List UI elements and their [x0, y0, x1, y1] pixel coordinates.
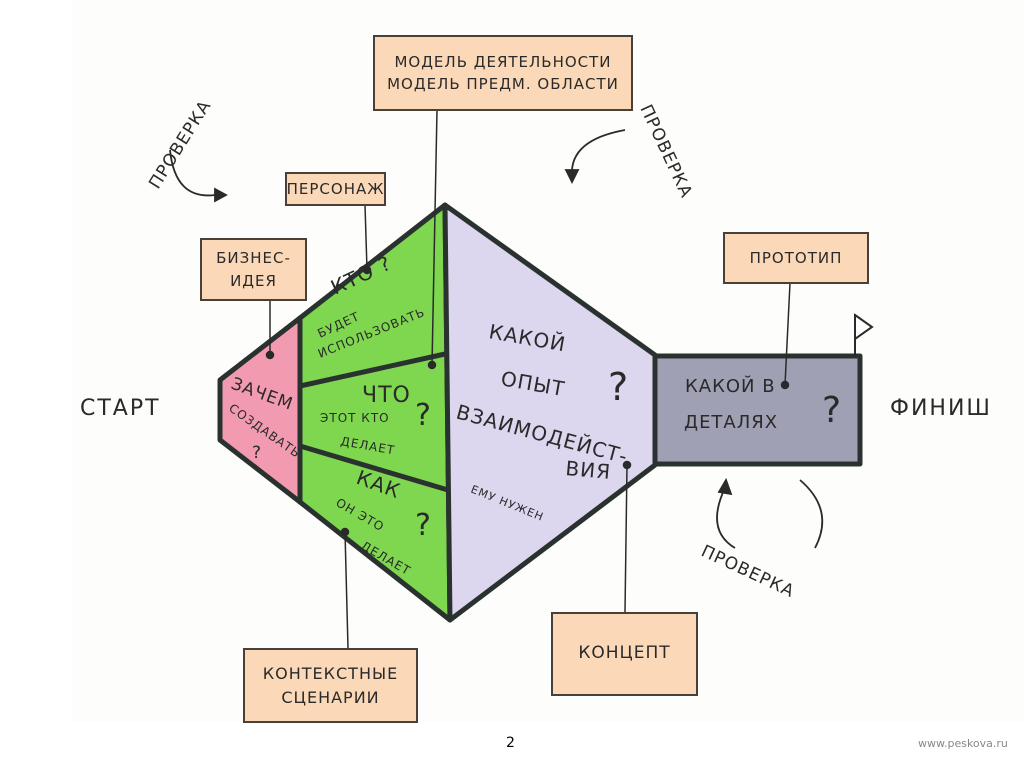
- connectors: [265, 109, 791, 649]
- check-label: ПРОВЕРКА: [635, 102, 696, 202]
- box-line: ИДЕЯ: [230, 271, 277, 290]
- why-line: ?: [252, 443, 262, 463]
- how-line: ?: [415, 508, 432, 543]
- start-label: СТАРТ: [80, 396, 161, 421]
- concept-box: КОНЦЕПТ: [551, 612, 698, 696]
- connector-dot: [265, 350, 275, 360]
- box-line: МОДЕЛЬ ПРЕДМ. ОБЛАСТИ: [387, 75, 619, 93]
- box-line: МОДЕЛЬ ДЕЯТЕЛЬНОСТИ: [394, 52, 612, 71]
- business-idea-box: БИЗНЕС- ИДЕЯ: [200, 238, 307, 301]
- check-label: ПРОВЕРКА: [145, 97, 215, 193]
- connector-dot: [427, 360, 437, 370]
- what-line: ?: [415, 398, 432, 433]
- box-line: БИЗНЕС-: [216, 249, 291, 267]
- finish-label: ФИНИШ: [890, 396, 992, 421]
- box-line: КОНТЕКСТНЫЕ: [262, 663, 399, 683]
- what-line: ЧТО: [362, 383, 411, 408]
- divider-who-what: [299, 351, 446, 389]
- connector-dot: [780, 380, 790, 390]
- connector-dot: [340, 527, 350, 537]
- details-line: ДЕТАЛЯХ: [684, 412, 778, 433]
- finish-flag-icon: [854, 313, 874, 356]
- connector-dot: [622, 460, 632, 470]
- box-line: ПРОТОТИП: [749, 248, 843, 267]
- persona-box: ПЕРСОНАЖ: [285, 172, 386, 206]
- arrowhead-icon: [564, 169, 580, 185]
- site-link[interactable]: www.peskova.ru: [918, 737, 1008, 750]
- box-line: КОНЦЕПТ: [578, 643, 671, 664]
- arrowhead-icon: [717, 477, 733, 496]
- check-arrow-bottom-icon: [716, 487, 736, 549]
- check-arrow-left-icon: [169, 149, 216, 197]
- activity-model-box: МОДЕЛЬ ДЕЯТЕЛЬНОСТИ МОДЕЛЬ ПРЕДМ. ОБЛАСТ…: [373, 35, 633, 111]
- context-scenarios-box: КОНТЕКСТНЫЕ СЦЕНАРИИ: [243, 648, 418, 723]
- details-line: ?: [822, 390, 842, 431]
- check-arrow-right-icon: [571, 129, 626, 176]
- box-line: СЦЕНАРИИ: [281, 687, 380, 707]
- prototype-box: ПРОТОТИП: [723, 232, 869, 284]
- arrowhead-icon: [214, 187, 228, 203]
- what-line: ЭТОТ КТО: [320, 411, 390, 425]
- details-line: КАКОЙ В: [685, 375, 776, 397]
- experience-line: ВИЯ: [565, 456, 612, 484]
- page-number: 2: [506, 735, 515, 751]
- experience-line: ?: [608, 365, 629, 409]
- connector-dot: [362, 265, 372, 275]
- check-arrow-bottom-tail: [799, 479, 824, 549]
- box-line: ПЕРСОНАЖ: [286, 179, 385, 198]
- check-label: ПРОВЕРКА: [698, 541, 798, 602]
- segment-details: [652, 353, 863, 467]
- divider-what-how: [299, 443, 449, 493]
